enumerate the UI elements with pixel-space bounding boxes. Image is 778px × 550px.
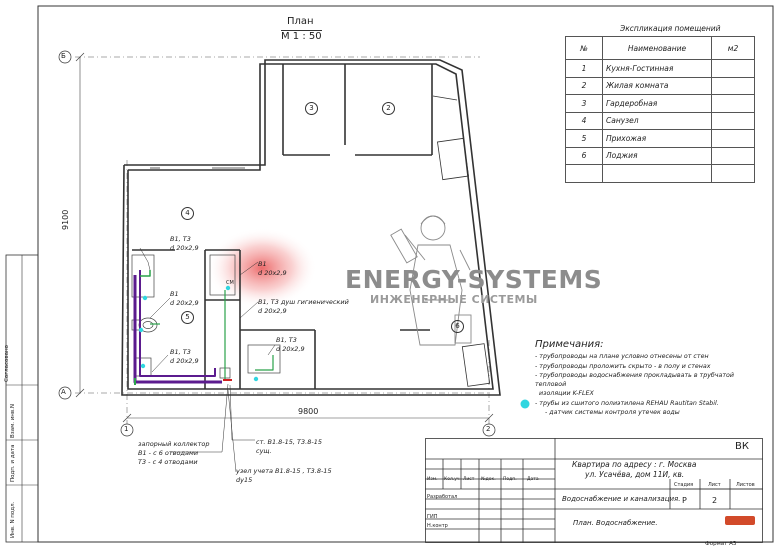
stamp-col: Кол.уч xyxy=(444,477,460,482)
building-walls xyxy=(121,59,501,396)
stamp-section: Водоснабжение и канализация. xyxy=(562,495,681,503)
explication-header-row: № Наименование м2 xyxy=(565,36,755,60)
water-pipes xyxy=(133,270,274,385)
pipe-label-small: СМ xyxy=(226,280,234,286)
side-replace-inv: Взам. инв.N xyxy=(10,404,16,438)
room-2-number: 2 xyxy=(382,102,395,115)
leaders xyxy=(139,247,276,473)
room-5-number: 5 xyxy=(181,311,194,324)
legend-sensor-dot xyxy=(520,399,530,409)
axis-2-label: 2 xyxy=(486,425,491,433)
stamp-col: Лист xyxy=(463,477,475,482)
axis-1-marker xyxy=(120,423,134,437)
explication-title: Экспликация помещений xyxy=(620,24,721,33)
side-sign-date: Подп. и дата xyxy=(10,444,16,482)
axis-a-label: А xyxy=(61,388,66,396)
stamp-stage-header: Стадия xyxy=(674,482,694,488)
room-6-number: 6 xyxy=(451,320,464,333)
axis-2-marker xyxy=(482,423,496,437)
watermark-logo-text: ENERGY-SYSTEMS xyxy=(345,265,603,294)
stamp-stage: Р xyxy=(682,496,687,505)
engineer-watermark-figure xyxy=(390,215,472,346)
stamp-developed: Разработал xyxy=(427,494,458,500)
header-number: № xyxy=(565,36,603,60)
room-3-number: 3 xyxy=(305,102,318,115)
side-inv-num: Инв. N подл. xyxy=(10,501,16,538)
dim-vertical-label: 9100 xyxy=(61,209,70,230)
side-approved: Согласовано xyxy=(4,345,10,382)
dim-horizontal-label: 9800 xyxy=(298,407,319,416)
stamp-col: Изм. xyxy=(427,477,438,482)
stamp-address-2: ул. Усачёва, дом 11И, кв. xyxy=(585,470,685,479)
axis-1-label: 1 xyxy=(124,425,129,433)
note-item: - трубы из сшитого полиэтилена REHAU Rau… xyxy=(535,399,719,407)
stamp-gip: ГИП xyxy=(427,514,438,520)
note-item: изоляции K-FLEX xyxy=(539,390,594,398)
stamp-sheet-header: Лист xyxy=(708,482,721,488)
axis-a-marker xyxy=(58,386,72,400)
stamp-sheet: 2 xyxy=(712,496,718,505)
note-item: - трубопроводы водоснабжения прокладыват… xyxy=(535,371,735,389)
stamp-plan-name: План. Водоснабжение. xyxy=(573,519,658,527)
header-area: м2 xyxy=(711,36,755,60)
axis-b-label: Б xyxy=(61,52,66,60)
leak-sensors xyxy=(138,285,530,409)
stamp-col: Подп. xyxy=(503,477,517,482)
note-item: - трубопроводы на плане условно отнесены… xyxy=(535,353,709,361)
stamp-norm: Н.контр xyxy=(427,523,448,529)
header-name: Наименование xyxy=(602,36,712,60)
room-1-number: 1 xyxy=(0,0,1,1)
highlight-glow xyxy=(207,228,317,308)
stamp-logo xyxy=(725,516,755,525)
notes-block: Примечания: - трубопроводы на плане усло… xyxy=(535,339,755,417)
room-4-number: 4 xyxy=(181,207,194,220)
plan-title: План xyxy=(287,16,314,27)
watermark-subtitle: ИНЖЕНЕРНЫЕ СИСТЕМЫ xyxy=(370,293,538,306)
plan-scale: М 1 : 50 xyxy=(281,30,322,42)
windows xyxy=(150,95,491,387)
stamp-address-1: Квартира по адресу : г. Москва xyxy=(572,460,697,469)
table-row xyxy=(565,164,755,183)
stamp-code: ВК xyxy=(735,441,749,452)
notes-heading: Примечания: xyxy=(535,339,604,350)
stamp-col: Дата xyxy=(527,477,539,482)
stamp-col: №док. xyxy=(481,477,496,482)
note-item: - датчик системы контроля утечек воды xyxy=(545,409,680,417)
title-block xyxy=(425,438,763,543)
axis-b-marker xyxy=(58,50,72,64)
stamp-format: Формат А3 xyxy=(705,541,737,547)
note-item: - трубопроводы проложить скрыто - в полу… xyxy=(535,362,711,370)
stamp-sheets-header: Листов xyxy=(736,482,755,488)
